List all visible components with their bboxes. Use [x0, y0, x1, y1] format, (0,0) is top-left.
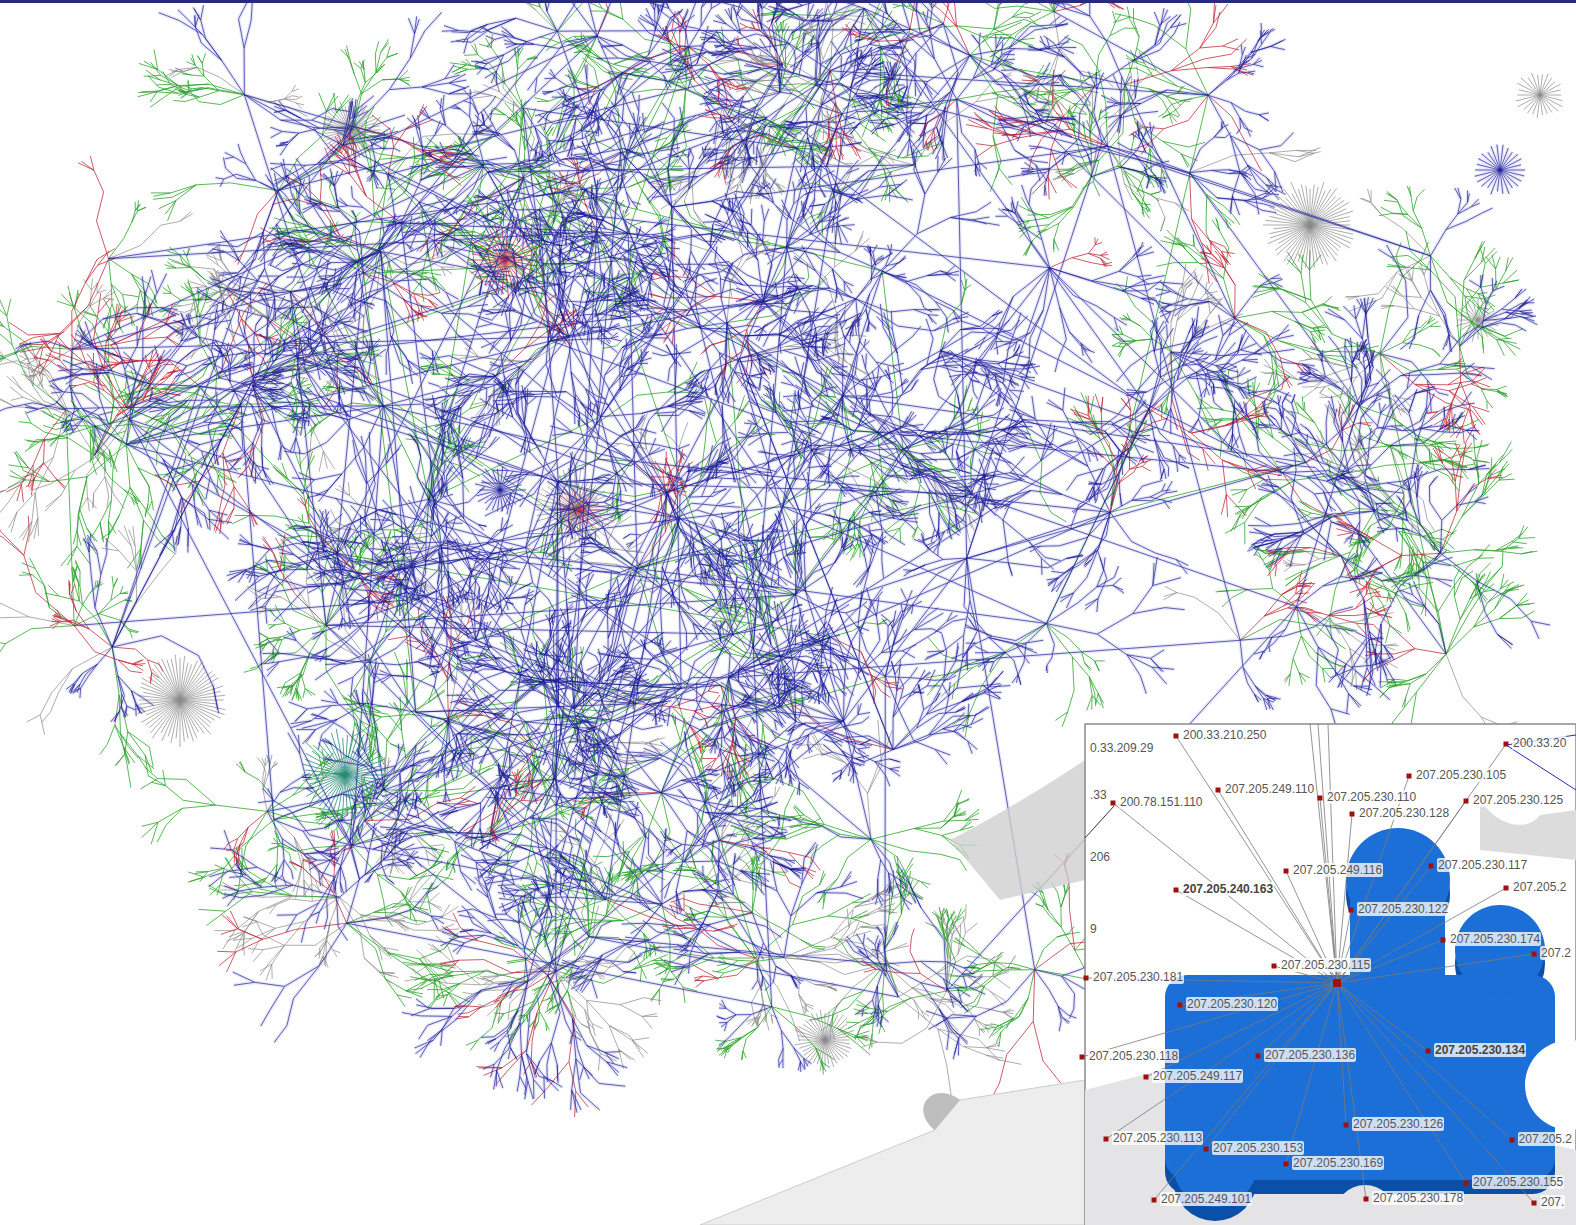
- host-dot: [1429, 864, 1434, 869]
- hub-link: [1320, 798, 1337, 983]
- hub-link: [1286, 983, 1337, 1164]
- host-dot: [1144, 1075, 1149, 1080]
- ip-address-label: 207.205.230.122: [1357, 902, 1449, 916]
- host-dot: [1204, 1147, 1209, 1152]
- ip-address-label: 207.205.249.101: [1160, 1192, 1252, 1206]
- host-dot: [1104, 1137, 1109, 1142]
- ip-address-label: 207.205.230.118: [1088, 1049, 1179, 1063]
- ip-address-label: 207.205.230.155: [1472, 1175, 1564, 1189]
- host-dot: [1350, 812, 1355, 817]
- ip-address-label: 207.205.230.125: [1472, 793, 1564, 807]
- host-dot: [1464, 799, 1469, 804]
- host-dot: [1504, 886, 1509, 891]
- puzzle-shadow: [950, 760, 1085, 900]
- host-dot: [1344, 1123, 1349, 1128]
- ip-address-label: 207.205.230.134: [1434, 1043, 1526, 1057]
- grey-puzzle-piece: [1480, 800, 1576, 860]
- ip-address-label: 207.205.249.110: [1224, 782, 1315, 796]
- hub-link: [1337, 910, 1351, 983]
- host-dot: [1441, 938, 1446, 943]
- ip-address-label: 0.33.209.29: [1089, 741, 1154, 755]
- ip-address-label: 207.205.230.136: [1264, 1048, 1356, 1062]
- host-dot: [1504, 742, 1509, 747]
- host-dot: [1532, 1201, 1537, 1206]
- hub-links: [1082, 724, 1576, 1203]
- hub-link: [1337, 983, 1512, 1140]
- ip-address-label: .33: [1089, 788, 1108, 802]
- host-dot: [1084, 976, 1089, 981]
- host-dot: [1111, 801, 1116, 806]
- ip-address-label: 207.205.2: [1518, 1132, 1573, 1146]
- puzzle-piece: [700, 1080, 1085, 1225]
- link-line: [1506, 745, 1576, 790]
- ip-address-label: 207.205.230.169: [1292, 1156, 1384, 1170]
- ip-address-label: 207.205.230.126: [1352, 1117, 1444, 1131]
- host-dot: [1284, 1162, 1289, 1167]
- ip-address-label: 200.33.20: [1512, 736, 1567, 750]
- host-dot: [1364, 1197, 1369, 1202]
- ip-address-label: 207.205.230.110: [1326, 790, 1417, 804]
- ip-address-label: 207.205.230.117: [1437, 858, 1528, 872]
- inset-panel: [1080, 724, 1576, 1225]
- hub-link: [1176, 736, 1337, 983]
- hub-dot: [1333, 979, 1341, 987]
- ip-address-label: 200.33.210.250: [1182, 728, 1267, 742]
- ip-address-label: 207.205.230.120: [1186, 997, 1278, 1011]
- hub-link: [1318, 724, 1337, 983]
- hub-link: [1328, 724, 1337, 983]
- host-dot: [1256, 1054, 1261, 1059]
- ip-address-label: 207.205.230.181: [1092, 970, 1184, 984]
- ip-address-label: 9: [1089, 922, 1098, 936]
- host-dot: [1272, 964, 1277, 969]
- inset-frame: [1085, 724, 1576, 1225]
- host-dot: [1464, 1181, 1469, 1186]
- ip-address-label: 207.205.230.174: [1449, 932, 1541, 946]
- teal-links: [302, 729, 389, 822]
- host-dot: [1284, 869, 1289, 874]
- hub-link: [1337, 983, 1428, 1051]
- host-dot: [1216, 788, 1221, 793]
- ip-address-label: 207.205.230.153: [1212, 1141, 1304, 1155]
- hub-link: [1337, 983, 1466, 1183]
- host-dot: [1174, 888, 1179, 893]
- host-dot: [1178, 1003, 1183, 1008]
- hub-link: [1337, 983, 1534, 1203]
- top-bar: [0, 0, 1576, 3]
- hub-link: [1337, 801, 1466, 983]
- ip-address-label: 200.78.151.110: [1119, 795, 1204, 809]
- host-dot: [1080, 1055, 1085, 1060]
- ip-address-label: 207.205.2: [1512, 880, 1567, 894]
- ip-address-label: 207.205.249.117: [1152, 1069, 1243, 1083]
- host-dot: [1349, 908, 1354, 913]
- puzzle-knob: [924, 1093, 960, 1130]
- ip-address-label: 207.205.230.178: [1372, 1191, 1464, 1205]
- host-dot: [1426, 1049, 1431, 1054]
- ip-address-label: 207.205.230.128: [1358, 806, 1450, 820]
- host-dot: [1174, 734, 1179, 739]
- host-dot: [1407, 774, 1412, 779]
- ip-address-label: 207.: [1540, 1195, 1565, 1209]
- hub-link: [1310, 724, 1337, 983]
- host-dot: [1510, 1138, 1515, 1143]
- ip-address-label: 206: [1089, 850, 1111, 864]
- hub-link: [1113, 803, 1337, 983]
- host-dot: [1152, 1198, 1157, 1203]
- ip-address-label: 207.205.230.113: [1112, 1131, 1203, 1145]
- link-line: [1085, 806, 1114, 838]
- host-dot: [1318, 796, 1323, 801]
- hub-link: [1258, 983, 1337, 1056]
- ip-address-label: 207.2: [1540, 946, 1572, 960]
- puzzle-notch: [1525, 1040, 1576, 1130]
- ip-address-label: 207.205.230.115: [1280, 958, 1371, 972]
- ip-address-label: 207.205.249.116: [1292, 863, 1383, 877]
- host-dot: [1532, 952, 1537, 957]
- ip-address-label: 207.205.240.163: [1182, 882, 1274, 896]
- ip-address-label: 207.205.230.105: [1415, 768, 1507, 782]
